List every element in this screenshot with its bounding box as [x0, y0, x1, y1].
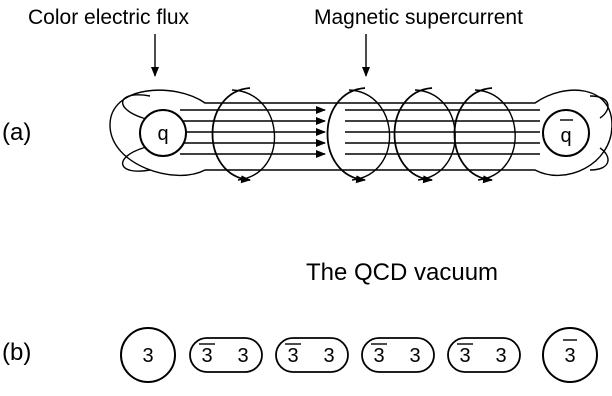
magnetic-supercurrent-label: Magnetic supercurrent	[314, 6, 523, 29]
pair-4-triplet: 3	[495, 345, 506, 367]
pair-4-antitriplet: 3	[459, 345, 470, 367]
color-electric-flux-label: Color electric flux	[28, 6, 190, 29]
antiquark-label: q	[560, 125, 571, 147]
right-loop-upper	[590, 96, 608, 118]
diquark-pair: 3 3	[276, 338, 348, 372]
antitriplet-right-label: 3	[564, 345, 575, 367]
triplet-left-label: 3	[142, 345, 153, 367]
electric-flux-lines	[180, 110, 540, 154]
supercurrent-rings	[213, 88, 516, 180]
diquark-pair: 3 3	[362, 338, 434, 372]
diquark-pair: 3 3	[448, 338, 520, 372]
pair-1-triplet: 3	[237, 345, 248, 367]
qcd-vacuum-title: The QCD vacuum	[306, 259, 498, 286]
diquark-pair: 3 3	[190, 338, 262, 372]
quark-label: q	[157, 123, 168, 145]
pair-3-triplet: 3	[409, 345, 420, 367]
pair-3-antitriplet: 3	[373, 345, 384, 367]
panel-b-label: (b)	[2, 339, 31, 366]
pair-1-antitriplet: 3	[201, 345, 212, 367]
panel-a-label: (a)	[2, 119, 31, 146]
right-loop-lower	[590, 148, 608, 170]
pair-2-triplet: 3	[323, 345, 334, 367]
pair-2-antitriplet: 3	[287, 345, 298, 367]
